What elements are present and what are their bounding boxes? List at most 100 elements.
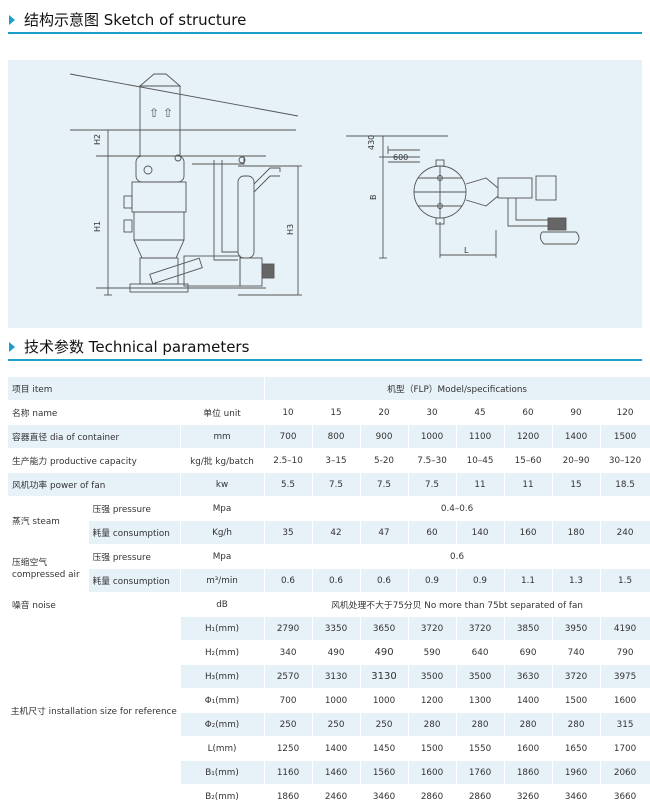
value-cell: 1500 xyxy=(600,424,650,449)
value-cell: 1960 xyxy=(552,760,601,785)
unit-cell: Φ₂(mm) xyxy=(180,712,265,737)
value-cell: 140 xyxy=(456,520,505,545)
value-cell: 1.3 xyxy=(552,568,601,593)
value-cell: 5.5 xyxy=(264,472,313,497)
unit-cell: kw xyxy=(180,472,265,497)
section-title: 结构示意图 Sketch of structure xyxy=(24,11,247,29)
table-row: 压缩空气 compressed air 压强 pressure Mpa 0.6 xyxy=(8,544,650,593)
value-cell: 1200 xyxy=(504,424,553,449)
value-cell: 15 xyxy=(552,472,601,497)
unit-cell: kg/批 kg/batch xyxy=(180,448,265,473)
table-row: 风机功率 power of fan kw 5.5 7.5 7.5 7.5 11 … xyxy=(8,472,650,497)
value-cell: 1000 xyxy=(408,424,457,449)
model-cell: 20 xyxy=(360,400,409,425)
table-row: 项目 item 机型（FLP）Model/specifications xyxy=(8,377,650,401)
model-cell: 30 xyxy=(408,400,457,425)
structure-drawing: ⇧ ⇧ H2 H1 H3 xyxy=(69,73,580,296)
unit-cell: B₂(mm) xyxy=(180,784,265,801)
value-cell: 1560 xyxy=(360,760,409,785)
value-cell: 3720 xyxy=(408,616,457,641)
value-cell: 280 xyxy=(552,712,601,737)
table-row: 主机尺寸 installation size for reference H₁(… xyxy=(8,616,650,801)
value-cell: 15–60 xyxy=(504,448,553,473)
dim-h2-label: H2 xyxy=(93,134,102,145)
value-cell: 1100 xyxy=(456,424,505,449)
value-cell: 280 xyxy=(504,712,553,737)
table-row: 噪音 noise dB 风机处理不大于75分贝 No more than 75b… xyxy=(8,592,650,617)
value-cell: 3630 xyxy=(504,664,553,689)
value-cell: 3850 xyxy=(504,616,553,641)
value-cell: 1460 xyxy=(312,760,361,785)
value-cell: 3130 xyxy=(360,664,409,689)
value-cell: 1600 xyxy=(504,736,553,761)
table-row: B₂(mm) 1860 2460 3460 2860 2860 3260 346… xyxy=(8,784,650,801)
model-cell: 60 xyxy=(504,400,553,425)
dim-600-label: 600 xyxy=(393,153,408,162)
value-cell: 2790 xyxy=(264,616,313,641)
value-cell: 3950 xyxy=(552,616,601,641)
parameters-table: 项目 item 机型（FLP）Model/specifications 名称 n… xyxy=(8,377,650,801)
value-cell: 3500 xyxy=(456,664,505,689)
unit-cell: L(mm) xyxy=(180,736,265,761)
model-cell: 120 xyxy=(600,400,650,425)
table-row: 名称 name 单位 unit 10 15 20 30 45 60 90 120 xyxy=(8,400,650,425)
value-cell: 800 xyxy=(312,424,361,449)
value-cell: 490 xyxy=(312,640,361,665)
value-cell: 340 xyxy=(264,640,313,665)
value-cell: 1400 xyxy=(504,688,553,713)
value-cell: 250 xyxy=(264,712,313,737)
value-cell: 60 xyxy=(408,520,457,545)
name-label-cell: 名称 name xyxy=(8,400,181,425)
unit-cell: dB xyxy=(180,592,265,617)
value-cell: 700 xyxy=(264,688,313,713)
air-label-cell: 压缩空气 compressed air xyxy=(8,544,89,593)
value-cell: 1760 xyxy=(456,760,505,785)
value-cell: 0.6 xyxy=(264,544,650,569)
value-cell: 2570 xyxy=(264,664,313,689)
model-cell: 90 xyxy=(552,400,601,425)
value-cell: 160 xyxy=(504,520,553,545)
value-cell: 1300 xyxy=(456,688,505,713)
value-cell: 2.5–10 xyxy=(264,448,313,473)
row-label-cell: 生产能力 productive capacity xyxy=(8,448,181,473)
unit-cell: H₁(mm) xyxy=(180,616,265,641)
noise-label-cell: 噪音 noise xyxy=(8,592,181,617)
value-cell: 3975 xyxy=(600,664,650,689)
table-row: L(mm) 1250 1400 1450 1500 1550 1600 1650… xyxy=(8,736,650,761)
value-cell: 3650 xyxy=(360,616,409,641)
value-cell: 11 xyxy=(456,472,505,497)
section-header-tech: 技术参数 Technical parameters xyxy=(0,333,650,363)
section-divider xyxy=(8,32,642,34)
value-cell: 0.9 xyxy=(408,568,457,593)
section-header-sketch: 结构示意图 Sketch of structure xyxy=(0,6,650,36)
section-marker-icon xyxy=(9,15,15,25)
value-cell: 3660 xyxy=(600,784,650,801)
sub-label-cell: 压强 pressure xyxy=(88,544,181,569)
dims-label-cell: 主机尺寸 installation size for reference xyxy=(8,616,181,801)
table-row: 蒸汽 steam 压强 pressure Mpa 0.4–0.6 xyxy=(8,496,650,545)
table-row: 耗量 consumption m³/min 0.6 0.6 0.6 0.9 0.… xyxy=(8,568,650,593)
table-row: Φ₁(mm) 700 1000 1000 1200 1300 1400 1500… xyxy=(8,688,650,713)
unit-cell: B₁(mm) xyxy=(180,760,265,785)
value-cell: 700 xyxy=(264,424,313,449)
value-cell: 3460 xyxy=(552,784,601,801)
table-row: 容器直径 dia of container mm 700 800 900 100… xyxy=(8,424,650,449)
model-cell: 10 xyxy=(264,400,313,425)
value-cell: 1600 xyxy=(408,760,457,785)
dim-h1-label: H1 xyxy=(93,221,102,232)
value-cell: 7.5 xyxy=(360,472,409,497)
value-cell: 1600 xyxy=(600,688,650,713)
unit-cell: Mpa xyxy=(180,544,265,569)
value-cell: 3–15 xyxy=(312,448,361,473)
value-cell: 280 xyxy=(456,712,505,737)
value-cell: 0.6 xyxy=(312,568,361,593)
dim-b-label: B xyxy=(369,195,378,201)
value-cell: 0.9 xyxy=(456,568,505,593)
technical-parameters: 项目 item 机型（FLP）Model/specifications 名称 n… xyxy=(8,377,650,801)
value-cell: 11 xyxy=(504,472,553,497)
table-row: H₂(mm) 340 490 490 590 640 690 740 790 xyxy=(8,640,650,665)
sub-label-cell: 压强 pressure xyxy=(88,496,181,521)
row-label-cell: 容器直径 dia of container xyxy=(8,424,181,449)
sub-label-cell: 耗量 consumption xyxy=(88,520,181,545)
unit-cell: mm xyxy=(180,424,265,449)
